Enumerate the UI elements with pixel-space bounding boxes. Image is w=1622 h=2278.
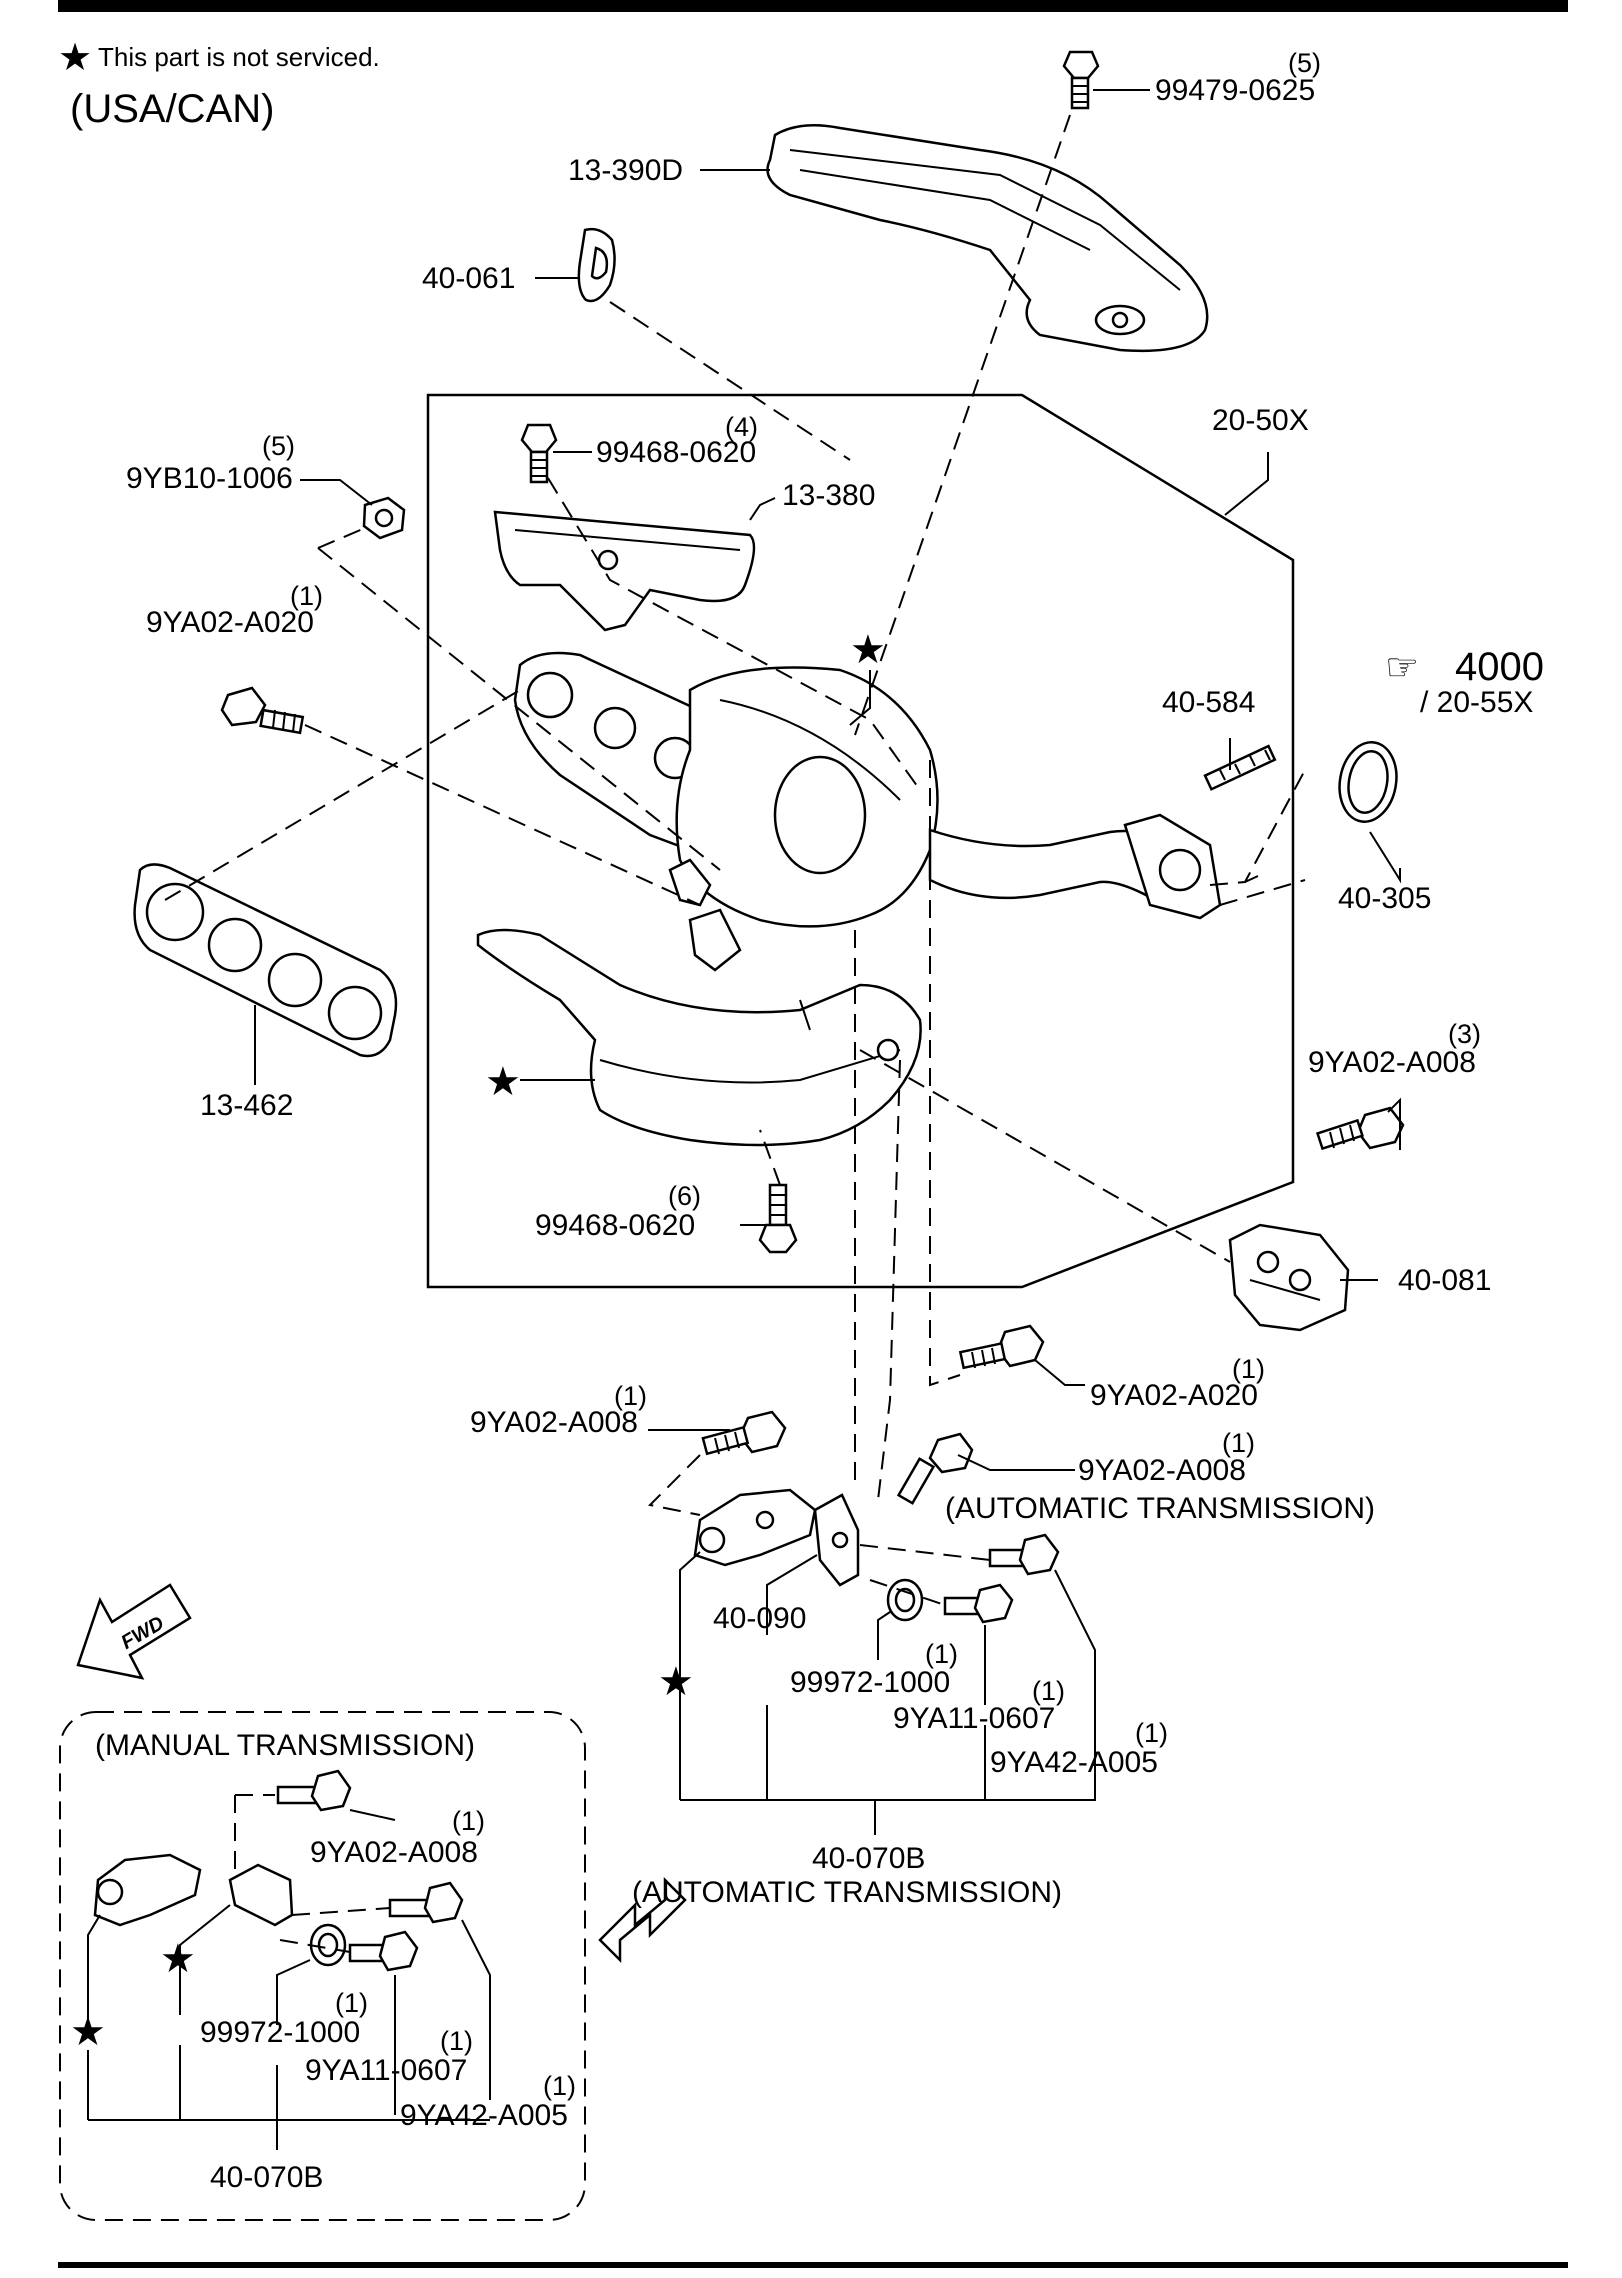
- washer-99972-1000-mt: [309, 1923, 347, 1967]
- label-40-090: 40-090: [713, 1602, 806, 1635]
- label-99468-0620-bot: 99468-0620: [535, 1209, 695, 1242]
- fwd-arrow-icon: FWD: [76, 1583, 192, 1680]
- star-icon: ★: [485, 1060, 521, 1104]
- star-icon: ★: [160, 1937, 196, 1981]
- bolt-9YA02-A008-right: [1315, 1106, 1405, 1151]
- assembly-box-20-50X: [426, 393, 1295, 1289]
- label-20-50X: 20-50X: [1212, 404, 1309, 437]
- label-40-305: 40-305: [1338, 882, 1431, 915]
- nut-9YB10-1006: [362, 496, 406, 540]
- dashed-guides: [164, 114, 1306, 1953]
- heat-insulator-lower: [476, 928, 922, 1147]
- star-icon: ★: [658, 1660, 694, 1704]
- bolt-9YA02-A020-mid: [958, 1324, 1045, 1370]
- double-arrow-icon: [598, 1876, 687, 1964]
- bracket-40-090: [813, 1493, 860, 1587]
- label-9YA02-A008-mt: 9YA02-A008: [310, 1836, 478, 1869]
- bolt-9YA02-A008-mt: [276, 1769, 352, 1812]
- washer-99972-1000-at: [886, 1578, 924, 1622]
- bolt-9YA02-A008-mid: [701, 1410, 787, 1456]
- leader-lines: [87, 89, 1401, 2150]
- label-40-081: 40-081: [1398, 1264, 1491, 1297]
- label-99972-1000-mt: 99972-1000: [200, 2016, 360, 2049]
- star-icon: ★: [58, 37, 92, 79]
- label-13-462: 13-462: [200, 1089, 293, 1122]
- label-99972-1000-at: 99972-1000: [790, 1666, 950, 1699]
- label-99479-0625: 99479-0625: [1155, 74, 1315, 107]
- label-99468-0620-top: 99468-0620: [596, 436, 756, 469]
- qty-99479-0625: (5): [1288, 48, 1321, 78]
- qty-99468-0620-bot: (6): [668, 1181, 701, 1211]
- top-rule: [58, 0, 1568, 12]
- heat-insulator-13-390D: [766, 123, 1209, 353]
- label-40-070B-mt: 40-070B: [210, 2161, 323, 2194]
- legend-note: This part is not serviced.: [98, 42, 380, 72]
- label-9YA02-A008-right: 9YA02-A008: [1308, 1046, 1476, 1079]
- ref-20-55X: / 20-55X: [1420, 686, 1533, 719]
- qty-99972-1000-mt: (1): [335, 1988, 368, 2018]
- at-note-1: (AUTOMATIC TRANSMISSION): [945, 1492, 1375, 1525]
- bolt-99479-0625: [1062, 50, 1100, 110]
- qty-9YA02-A020-left: (1): [290, 581, 323, 611]
- label-9YA42-A005-at: 9YA42-A005: [990, 1746, 1158, 1779]
- gasket-13-462: [133, 863, 398, 1058]
- label-9YA02-A008-at: 9YA02-A008: [1078, 1454, 1246, 1487]
- label-9YA02-A020-mid: 9YA02-A020: [1090, 1379, 1258, 1412]
- label-9YA02-A020-left: 9YA02-A020: [146, 606, 314, 639]
- stud-40-584: [1203, 744, 1277, 791]
- star-icon: ★: [850, 628, 886, 672]
- ref-4000: 4000: [1455, 645, 1544, 689]
- label-40-584: 40-584: [1162, 686, 1255, 719]
- bolt-99468-0620-bottom: [758, 1183, 798, 1254]
- label-13-380: 13-380: [782, 479, 875, 512]
- region-label: (USA/CAN): [70, 87, 274, 131]
- exhaust-manifold-20-50X: [513, 651, 1222, 972]
- bolt-9YA42-A005-mt: [388, 1881, 464, 1924]
- at-note-2: (AUTOMATIC TRANSMISSION): [632, 1876, 1062, 1909]
- bolt-9YA11-0607-mt: [348, 1930, 419, 1972]
- bottom-rule: [58, 2262, 1568, 2268]
- bracket-40-081: [1228, 1223, 1350, 1332]
- qty-9YA02-A008-mt: (1): [452, 1806, 485, 1836]
- label-40-061: 40-061: [422, 262, 515, 295]
- legend: ★ This part is not serviced. (USA/CAN): [58, 37, 380, 131]
- part-labels: (5) 99479-0625 13-390D 40-061 20-50X (4)…: [70, 48, 1544, 2194]
- qty-9YA11-0607-mt: (1): [440, 2026, 473, 2056]
- bolt-9YA11-0607-at: [943, 1583, 1014, 1624]
- qty-9YA11-0607-at: (1): [1032, 1676, 1065, 1706]
- label-40-070B-at: 40-070B: [812, 1842, 925, 1875]
- rubber-mount-40-061: [577, 227, 616, 303]
- qty-9YA02-A008-mid: (1): [614, 1381, 647, 1411]
- heat-insulator-13-380: [493, 510, 756, 632]
- ring-gasket-40-305: [1338, 741, 1398, 823]
- qty-9YA42-A005-at: (1): [1135, 1718, 1168, 1748]
- engine-mount-mt: [93, 1853, 202, 1927]
- label-9YA02-A008-mid: 9YA02-A008: [470, 1406, 638, 1439]
- label-9YA42-A005-mt: 9YA42-A005: [400, 2099, 568, 2132]
- qty-99468-0620-top: (4): [725, 412, 758, 442]
- qty-9YA02-A008-at: (1): [1222, 1428, 1255, 1458]
- bolt-9YA02-A020-left: [220, 686, 305, 735]
- label-9YA11-0607-at: 9YA11-0607: [893, 1702, 1055, 1735]
- qty-9YB10-1006: (5): [262, 431, 295, 461]
- manual-transmission-box: [59, 1711, 586, 2221]
- hand-pointer-icon: ☞: [1385, 647, 1419, 689]
- qty-99972-1000-at: (1): [925, 1639, 958, 1669]
- bolt-9YA42-A005-at: [988, 1533, 1060, 1576]
- bolt-9YA02-A008-at: [896, 1432, 974, 1505]
- label-13-390D: 13-390D: [568, 154, 683, 187]
- qty-9YA42-A005-mt: (1): [543, 2071, 576, 2101]
- qty-9YA02-A008-right: (3): [1448, 1019, 1481, 1049]
- label-9YA11-0607-mt: 9YA11-0607: [305, 2054, 467, 2087]
- bolt-99468-0620-top: [520, 423, 558, 484]
- label-9YB10-1006: 9YB10-1006: [126, 462, 293, 495]
- qty-9YA02-A020-mid: (1): [1232, 1354, 1265, 1384]
- engine-mount-at: [693, 1488, 817, 1567]
- bracket-mt: [228, 1863, 294, 1927]
- mt-title: (MANUAL TRANSMISSION): [95, 1729, 475, 1762]
- star-icon: ★: [70, 2010, 106, 2054]
